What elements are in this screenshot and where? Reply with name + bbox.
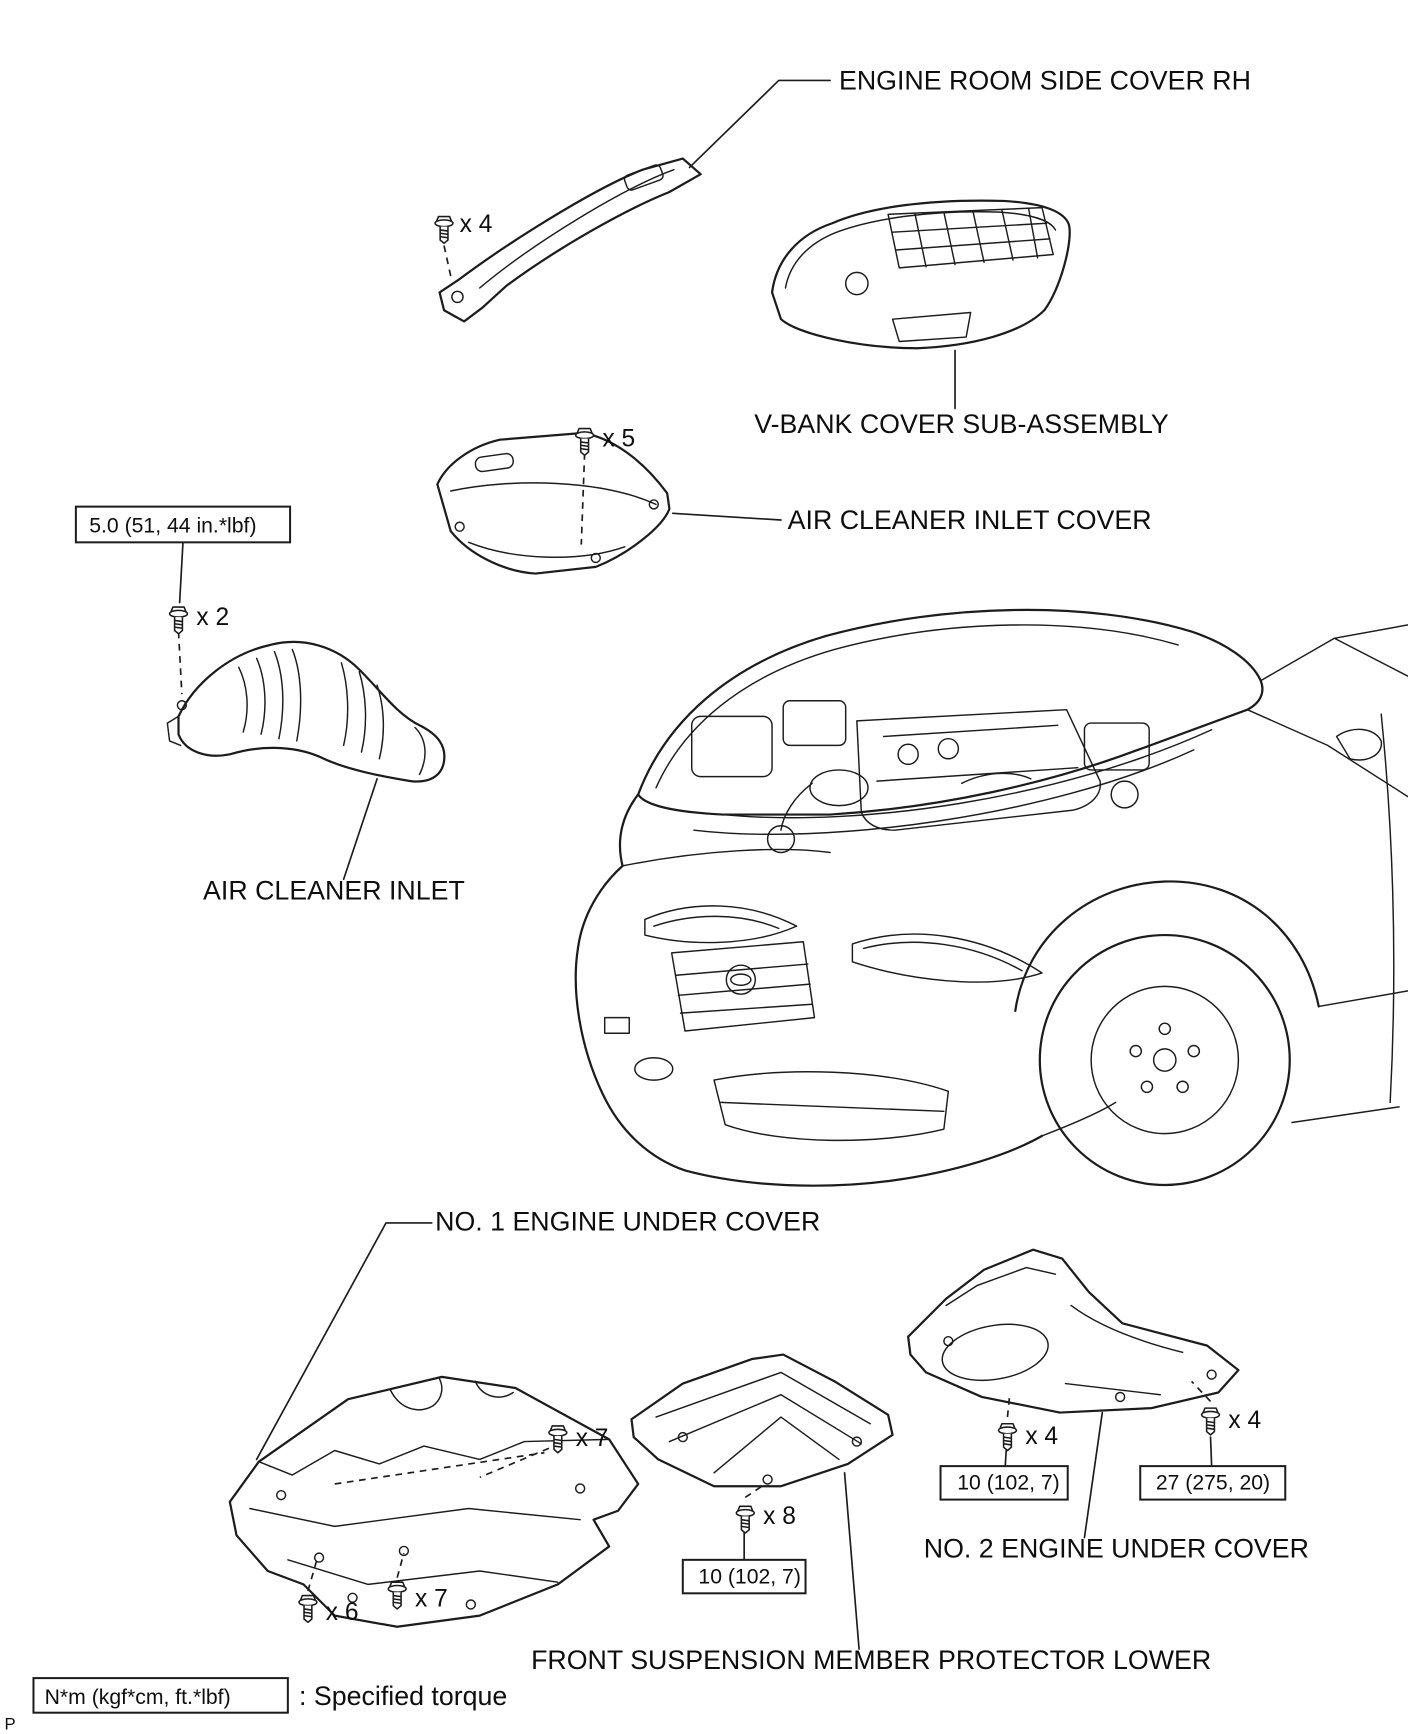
- torque-box-no2-right: [1139, 1465, 1287, 1501]
- fastener-count-inlet-cover: x 5: [602, 425, 635, 452]
- air-cleaner-inlet-cover-drawing: [436, 431, 671, 575]
- fastener-count-no1-top: x 7: [576, 1425, 609, 1452]
- leader-lines: [178, 79, 1213, 1650]
- legend-torque-box: [32, 1677, 289, 1714]
- bolt-icon: [298, 1594, 318, 1624]
- fastener-count-suspension: x 8: [763, 1503, 796, 1530]
- bolt-icon: [574, 427, 595, 457]
- label-no2-engine-under-cover: NO. 2 ENGINE UNDER COVER: [924, 1534, 1309, 1564]
- bolt-icon: [997, 1422, 1018, 1452]
- bolt-icon: [387, 1581, 407, 1610]
- fastener-count-no2-right: x 4: [1228, 1407, 1261, 1434]
- bolt-icon: [434, 215, 454, 245]
- torque-value-no2-right: 27 (275, 20): [1156, 1472, 1270, 1495]
- torque-box-suspension: [681, 1558, 807, 1595]
- label-air-cleaner-inlet-cover: AIR CLEANER INLET COVER: [788, 505, 1152, 535]
- page-marker: P: [4, 1714, 15, 1733]
- v-bank-cover-drawing: [770, 199, 1071, 350]
- vehicle-front-drawing: [574, 608, 1408, 1187]
- bolt-icon: [168, 606, 189, 635]
- bolt-icon: [548, 1425, 568, 1454]
- bolt-icon: [1200, 1407, 1221, 1436]
- front-suspension-member-protector-drawing: [630, 1353, 894, 1488]
- fastener-count-no2-left: x 4: [1025, 1423, 1058, 1450]
- torque-box-no2-left: [939, 1465, 1069, 1501]
- fastener-count-no1-right: x 7: [415, 1586, 448, 1613]
- legend-torque-units: N*m (kgf*cm, ft.*lbf): [45, 1686, 231, 1709]
- torque-value-air-cleaner-inlet: 5.0 (51, 44 in.*lbf): [89, 514, 256, 537]
- label-engine-room-side-cover-rh: ENGINE ROOM SIDE COVER RH: [839, 65, 1251, 95]
- fastener-dashed-lines: [177, 245, 1212, 1592]
- legend-torque-note: : Specified torque: [299, 1681, 507, 1711]
- label-air-cleaner-inlet: AIR CLEANER INLET: [203, 875, 465, 905]
- fastener-count-side-cover: x 4: [460, 211, 493, 238]
- engine-room-side-cover-rh-drawing: [438, 157, 702, 323]
- fastener-count-inlet: x 2: [196, 604, 229, 631]
- torque-box-air-cleaner-inlet: [74, 505, 292, 544]
- no1-engine-under-cover-drawing: [228, 1375, 640, 1628]
- torque-value-no2-left: 10 (102, 7): [957, 1472, 1059, 1495]
- label-front-suspension-member-protector-lower: FRONT SUSPENSION MEMBER PROTECTOR LOWER: [531, 1645, 1211, 1675]
- label-v-bank-cover: V-BANK COVER SUB-ASSEMBLY: [754, 409, 1169, 439]
- bolt-icon: [735, 1505, 755, 1534]
- air-cleaner-inlet-drawing: [166, 640, 446, 783]
- fastener-count-no1-left: x 6: [326, 1599, 359, 1626]
- label-no1-engine-under-cover: NO. 1 ENGINE UNDER COVER: [435, 1207, 820, 1237]
- torque-value-suspension: 10 (102, 7): [698, 1565, 800, 1588]
- no2-engine-under-cover-drawing: [907, 1248, 1240, 1414]
